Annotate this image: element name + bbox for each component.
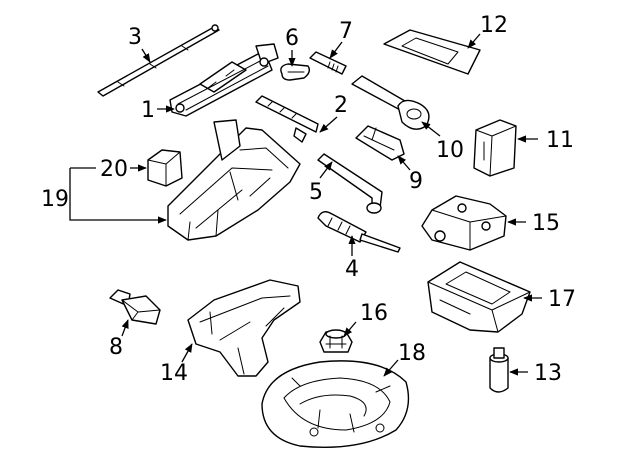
callout-8: 8: [109, 319, 129, 360]
part-11-block: [473, 119, 517, 177]
callout-label-6: 6: [285, 26, 299, 51]
part-12-pad: [383, 29, 481, 75]
callout-2: 2: [319, 93, 348, 133]
callout-label-5: 5: [309, 180, 323, 205]
callout-1: 1: [141, 98, 175, 123]
callout-label-1: 1: [141, 98, 155, 123]
callout-7: 7: [329, 19, 353, 59]
callout-label-4: 4: [345, 257, 359, 282]
callout-12: 12: [467, 13, 508, 49]
callout-label-7: 7: [339, 19, 353, 44]
callout-5: 5: [309, 161, 333, 205]
callout-4: 4: [345, 235, 359, 282]
part-18-wheel-foam: [261, 360, 410, 448]
callout-6: 6: [285, 26, 299, 67]
part-8-connector: [109, 289, 161, 325]
part-1-jack: [169, 43, 279, 117]
callout-label-11: 11: [546, 128, 574, 153]
callout-10: 10: [421, 121, 464, 163]
part-5-lhandle: [317, 153, 383, 214]
callout-label-17: 17: [548, 287, 576, 312]
part-14-foam: [187, 279, 301, 377]
callout-label-20: 20: [100, 157, 128, 182]
part-15-plate: [421, 195, 507, 251]
callout-18: 18: [383, 341, 426, 377]
callout-label-8: 8: [109, 335, 123, 360]
callout-label-18: 18: [398, 341, 426, 366]
callout-15: 15: [507, 211, 560, 236]
callout-label-3: 3: [128, 25, 142, 50]
callout-11: 11: [517, 128, 574, 153]
callout-label-14: 14: [160, 361, 188, 386]
callout-13: 13: [509, 361, 562, 386]
callout-label-10: 10: [436, 138, 464, 163]
callout-label-16: 16: [360, 301, 388, 326]
callout-14: 14: [160, 343, 193, 386]
callout-label-13: 13: [534, 361, 562, 386]
part-4-screwdriver: [317, 211, 401, 253]
callout-label-12: 12: [480, 13, 508, 38]
part-10-wrench: [351, 75, 430, 130]
callout-label-9: 9: [409, 169, 423, 194]
callout-17: 17: [523, 287, 576, 312]
callout-label-2: 2: [334, 93, 348, 118]
callout-label-19: 19: [41, 187, 69, 212]
callout-20: 20: [100, 157, 147, 182]
part-3-rod: [97, 24, 220, 97]
part-16-knob: [319, 329, 353, 353]
callout-label-15: 15: [532, 211, 560, 236]
part-2-bar: [255, 95, 319, 143]
part-9-bracket: [355, 125, 405, 161]
part-17-tray: [427, 261, 531, 333]
callout-3: 3: [128, 25, 151, 63]
part-7-pin: [309, 51, 347, 75]
part-6-clip: [280, 63, 311, 81]
callout-16: 16: [343, 301, 388, 337]
part-13-cylinder: [489, 347, 509, 393]
part-20-block: [147, 149, 183, 187]
callout-19: 19: [41, 167, 166, 220]
part-19-tray: [167, 119, 301, 241]
callout-9: 9: [397, 155, 423, 194]
